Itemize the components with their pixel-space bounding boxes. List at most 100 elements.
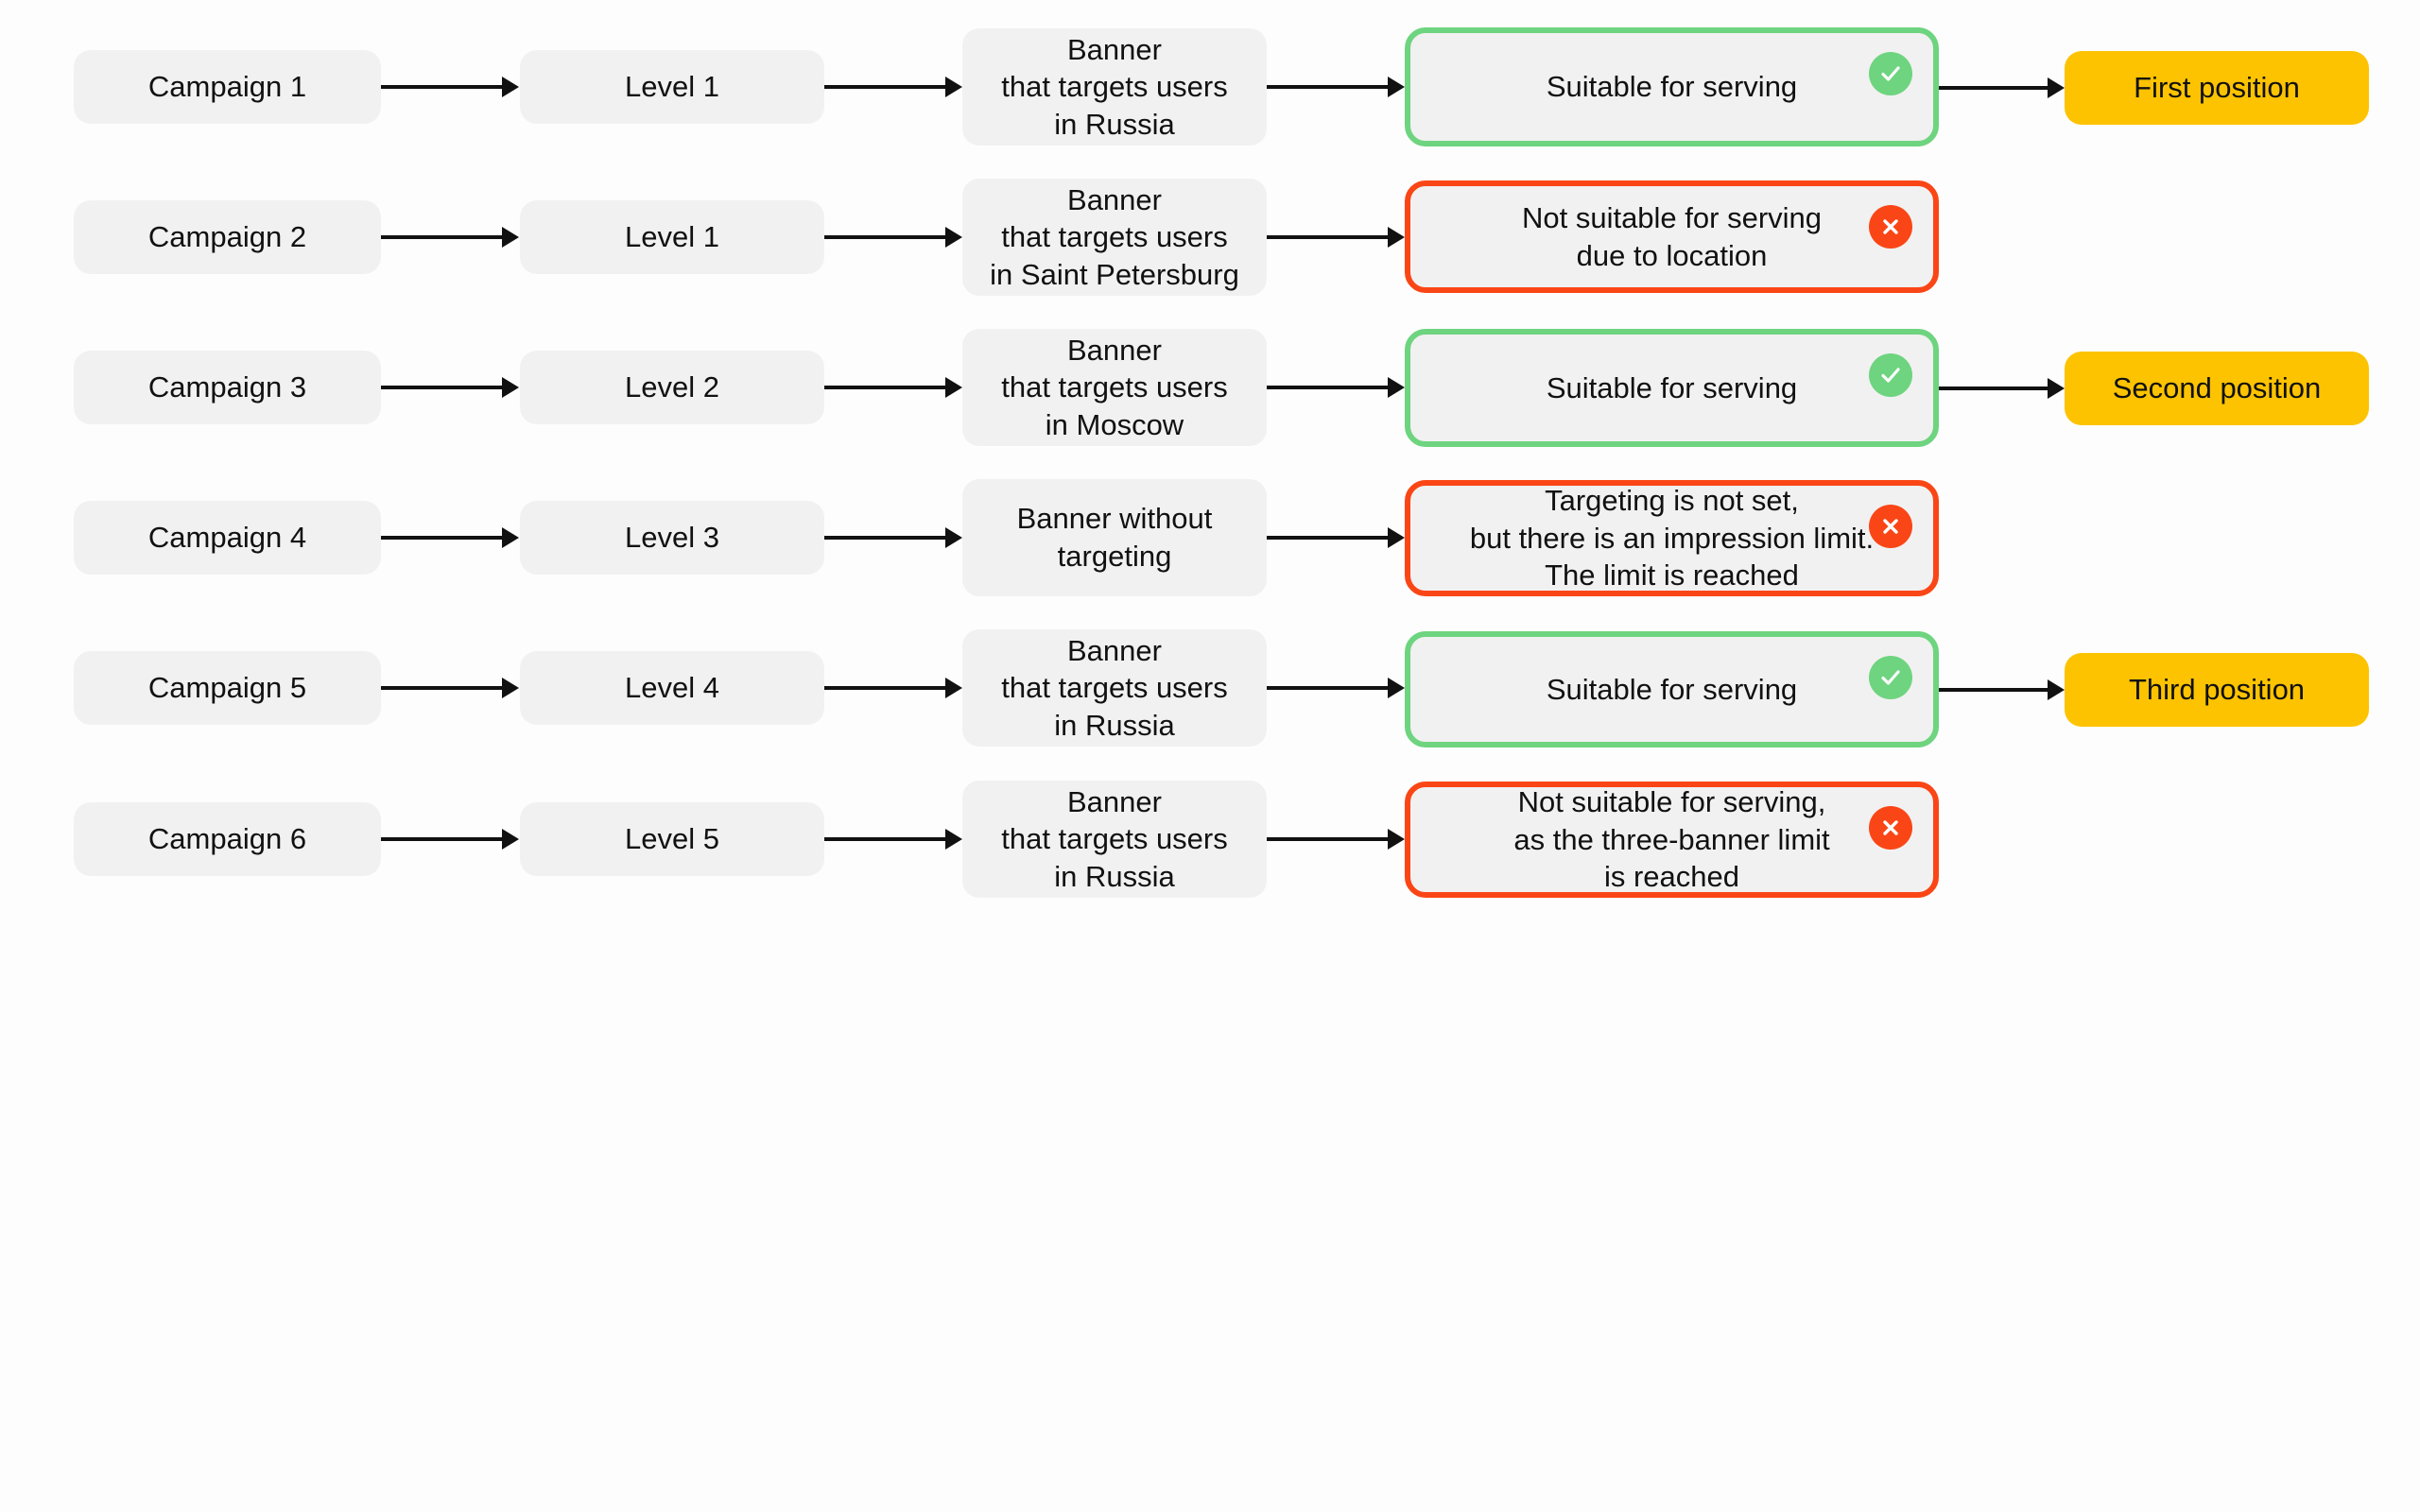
level-box-4[interactable]: Level 3 [520, 501, 824, 575]
text-line: in Russia [1054, 107, 1175, 141]
campaign-label: Campaign 3 [147, 370, 307, 404]
position-label: Third position [2128, 673, 2306, 707]
arrow-level-to-banner [824, 85, 959, 89]
arrow-status-to-position [1939, 387, 2062, 390]
status-box-1[interactable]: Suitable for serving [1405, 27, 1939, 146]
arrow-banner-to-status [1267, 536, 1402, 540]
check-circle-icon [1869, 353, 1912, 397]
arrow-campaign-to-level [381, 235, 516, 239]
campaign-box-6[interactable]: Campaign 6 [74, 802, 381, 876]
text-line: Targeting is not set, [1545, 484, 1799, 517]
campaign-box-1[interactable]: Campaign 1 [74, 50, 381, 124]
arrow-campaign-to-level [381, 386, 516, 389]
campaign-box-2[interactable]: Campaign 2 [74, 200, 381, 274]
arrow-campaign-to-level [381, 686, 516, 690]
status-box-3[interactable]: Suitable for serving [1405, 329, 1939, 447]
arrow-status-to-position [1939, 86, 2062, 90]
arrow-level-to-banner [824, 386, 959, 389]
level-label: Level 2 [625, 370, 719, 404]
arrow-level-to-banner [824, 837, 959, 841]
text-block: Suitable for serving [1547, 369, 1797, 407]
x-circle-icon [1869, 205, 1912, 249]
arrow-banner-to-status [1267, 837, 1402, 841]
level-box-5[interactable]: Level 4 [520, 651, 824, 725]
level-box-2[interactable]: Level 1 [520, 200, 824, 274]
arrow-status-to-position [1939, 688, 2062, 692]
campaign-label: Campaign 1 [147, 70, 307, 104]
text-block: Suitable for serving [1547, 671, 1797, 709]
status-box-5[interactable]: Suitable for serving [1405, 631, 1939, 747]
text-line: in Moscow [1045, 407, 1184, 441]
arrow-banner-to-status [1267, 235, 1402, 239]
text-line: that targets users [1001, 70, 1228, 104]
level-label: Level 1 [625, 70, 719, 104]
text-line: is reached [1603, 860, 1740, 894]
text-line: Suitable for serving [1546, 672, 1798, 706]
level-label: Level 1 [625, 220, 719, 254]
text-line: in Russia [1054, 859, 1175, 893]
campaign-box-4[interactable]: Campaign 4 [74, 501, 381, 575]
arrow-banner-to-status [1267, 386, 1402, 389]
text-block: Suitable for serving [1547, 68, 1797, 106]
text-block: Targeting is not set, but there is an imp… [1470, 482, 1874, 594]
position-label: First position [2134, 71, 2300, 105]
text-line: targeting [1057, 540, 1172, 573]
level-label: Level 4 [625, 671, 719, 705]
campaign-label: Campaign 2 [147, 220, 307, 254]
text-line: that targets users [1001, 220, 1228, 254]
text-line: in Saint Petersburg [990, 257, 1239, 291]
x-circle-icon [1869, 505, 1912, 548]
status-box-6[interactable]: Not suitable for serving,as the three-ba… [1405, 782, 1939, 898]
campaign-box-3[interactable]: Campaign 3 [74, 351, 381, 424]
level-label: Level 3 [625, 521, 719, 555]
text-line: in Russia [1054, 708, 1175, 742]
level-label: Level 5 [625, 822, 719, 856]
text-line: Banner [1067, 633, 1162, 667]
arrow-campaign-to-level [381, 536, 516, 540]
arrow-campaign-to-level [381, 837, 516, 841]
status-box-4[interactable]: Targeting is not set, but there is an imp… [1405, 480, 1939, 596]
text-line: Banner [1067, 784, 1162, 818]
position-box-1[interactable]: First position [2065, 51, 2369, 125]
text-line: Banner [1067, 32, 1162, 66]
check-circle-icon [1869, 52, 1912, 95]
text-line: but there is an impression limit. [1469, 521, 1875, 555]
campaign-label: Campaign 6 [147, 822, 307, 856]
campaign-label: Campaign 4 [147, 521, 307, 555]
level-box-6[interactable]: Level 5 [520, 802, 824, 876]
level-box-1[interactable]: Level 1 [520, 50, 824, 124]
position-box-5[interactable]: Third position [2065, 653, 2369, 727]
position-box-3[interactable]: Second position [2065, 352, 2369, 425]
arrow-level-to-banner [824, 536, 959, 540]
text-block: Not suitable for serving,as the three-ba… [1513, 783, 1829, 896]
level-box-3[interactable]: Level 2 [520, 351, 824, 424]
text-line: Banner [1067, 333, 1162, 367]
text-line: Suitable for serving [1546, 370, 1798, 404]
text-line: that targets users [1001, 370, 1228, 404]
arrow-level-to-banner [824, 235, 959, 239]
text-line: that targets users [1001, 822, 1228, 856]
arrow-banner-to-status [1267, 686, 1402, 690]
campaign-box-5[interactable]: Campaign 5 [74, 651, 381, 725]
text-line: as the three-banner limit [1513, 822, 1830, 856]
arrow-level-to-banner [824, 686, 959, 690]
campaign-label: Campaign 5 [147, 671, 307, 705]
arrow-campaign-to-level [381, 85, 516, 89]
text-line: Suitable for serving [1546, 70, 1798, 104]
